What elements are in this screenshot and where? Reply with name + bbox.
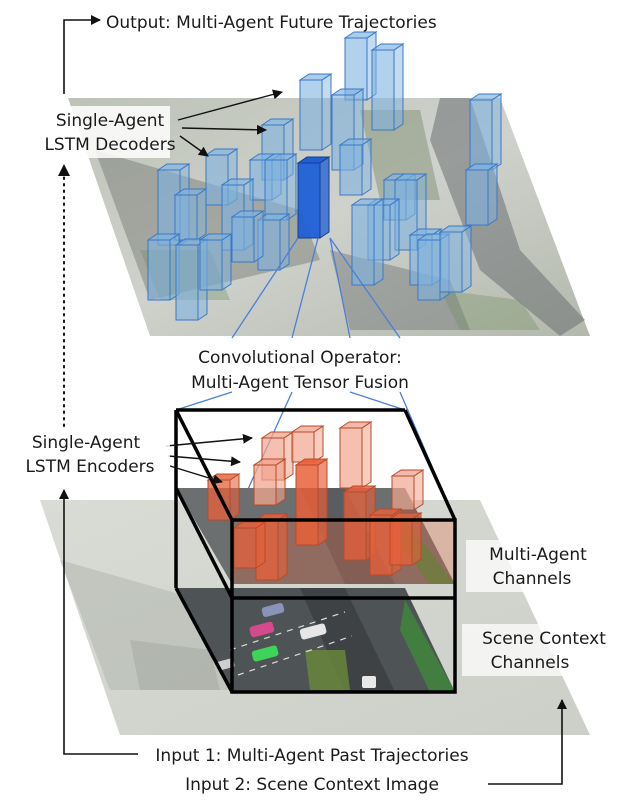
multi-agent-label-line2: Channels bbox=[493, 569, 572, 589]
decoder-bar bbox=[438, 225, 473, 293]
scene-label-line1: Scene Context bbox=[482, 629, 606, 649]
decoder-bar-highlighted bbox=[296, 156, 331, 239]
input1-arrow bbox=[59, 489, 138, 755]
encoder-bar bbox=[390, 469, 425, 511]
decoder-bar bbox=[198, 233, 233, 291]
decoders-label-bg bbox=[52, 106, 170, 158]
output-arrow bbox=[63, 15, 101, 94]
input1-label: Input 1: Multi-Agent Past Trajectories bbox=[155, 746, 468, 766]
encoders-label-bg bbox=[16, 428, 170, 480]
scene-label-line2: Channels bbox=[491, 653, 570, 673]
output-label: Output: Multi-Agent Future Trajectories bbox=[106, 13, 437, 33]
conv-label-line2: Multi-Agent Tensor Fusion bbox=[191, 373, 409, 393]
decoder-bar bbox=[393, 173, 428, 251]
scene-context-tensor bbox=[176, 588, 455, 692]
conv-label-line1: Convolutional Operator: bbox=[198, 348, 402, 368]
encoder-bar bbox=[388, 512, 423, 566]
encoder-bars bbox=[206, 421, 425, 581]
decoder-bar bbox=[230, 210, 265, 263]
decoder-bar bbox=[464, 163, 499, 226]
decoders-label-line1: Single-Agent bbox=[56, 111, 165, 131]
encoder-bar bbox=[252, 458, 287, 506]
decoder-bar bbox=[468, 93, 503, 171]
decoders-label-line2: LSTM Decoders bbox=[44, 135, 175, 155]
decoder-bar bbox=[173, 188, 208, 241]
multi-agent-label-line1: Multi-Agent bbox=[489, 545, 587, 565]
input2-arrow bbox=[488, 699, 567, 785]
encoder-bar bbox=[338, 421, 373, 489]
encoder-arrows bbox=[165, 433, 253, 485]
encoder-bar bbox=[232, 521, 267, 569]
decoder-bar bbox=[370, 43, 405, 131]
encoders-label-line1: Single-Agent bbox=[32, 433, 141, 453]
decoder-bars bbox=[146, 31, 503, 321]
tensor-outline bbox=[174, 408, 457, 694]
decoder-bar bbox=[263, 153, 298, 221]
encoder-bar bbox=[294, 458, 329, 546]
encoders-label-line2: LSTM Encoders bbox=[25, 457, 154, 477]
input2-label: Input 2: Scene Context Image bbox=[185, 775, 439, 795]
scene-label-bg bbox=[462, 624, 622, 676]
encoder-bar bbox=[290, 425, 325, 463]
decoder-arrows bbox=[177, 89, 283, 157]
decoder-bar bbox=[338, 138, 373, 196]
decoder-bar bbox=[146, 233, 181, 301]
encoder-to-decoder-link bbox=[58, 164, 70, 427]
multi-agent-label-bg bbox=[466, 540, 606, 592]
decoder-bar bbox=[350, 198, 385, 286]
decoder-bar bbox=[298, 73, 333, 151]
